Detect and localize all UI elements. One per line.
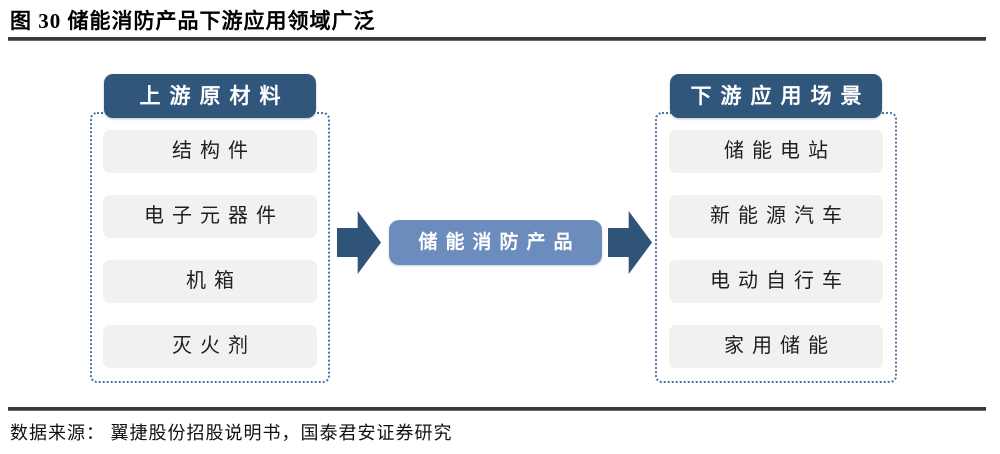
downstream-panel-header: 下游应用场景 <box>670 74 882 118</box>
upstream-panel: 上游原材料 结构件 电子元器件 机箱 灭火剂 <box>90 74 330 383</box>
upstream-item: 灭火剂 <box>103 325 317 368</box>
title-underline <box>8 37 986 41</box>
upstream-item: 结构件 <box>103 130 317 173</box>
figure-title: 图 30 储能消防产品下游应用领域广泛 <box>10 9 376 33</box>
downstream-item: 储能电站 <box>669 130 883 173</box>
arrow-right-icon <box>337 211 381 274</box>
data-source: 数据来源： 翼捷股份招股说明书，国泰君安证券研究 <box>10 423 453 443</box>
downstream-item: 家用储能 <box>669 325 883 368</box>
downstream-item: 新能源汽车 <box>669 195 883 238</box>
downstream-item: 电动自行车 <box>669 260 883 303</box>
arrow-right-icon <box>608 211 652 274</box>
footer-divider <box>8 407 986 411</box>
center-product-box: 储能消防产品 <box>389 220 602 265</box>
upstream-item: 电子元器件 <box>103 195 317 238</box>
downstream-panel: 下游应用场景 储能电站 新能源汽车 电动自行车 家用储能 <box>655 74 897 383</box>
upstream-panel-header: 上游原材料 <box>104 74 316 118</box>
upstream-item: 机箱 <box>103 260 317 303</box>
